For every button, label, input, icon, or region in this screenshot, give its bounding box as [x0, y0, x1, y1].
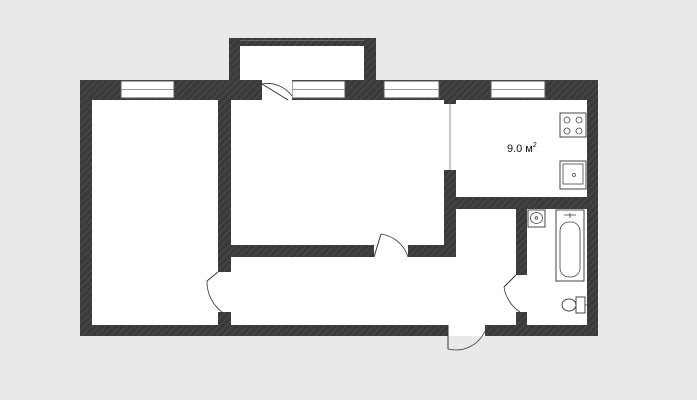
- kitchen-sink-icon: [559, 160, 587, 190]
- kitchen-area-unit: м: [525, 143, 533, 155]
- balcony-door: [261, 80, 293, 101]
- washbasin-icon: [527, 209, 546, 228]
- room-left-bedroom: [92, 100, 218, 325]
- toilet-icon: [561, 296, 587, 314]
- stove-icon: [559, 112, 587, 138]
- balcony: [229, 38, 376, 82]
- windows: [120, 80, 546, 99]
- door-bathroom: [503, 274, 527, 313]
- room-hallway-upper: [456, 209, 516, 257]
- room-living: [231, 100, 444, 245]
- doors: [206, 104, 527, 351]
- inner-walls: [218, 100, 587, 325]
- window-living-1: [291, 80, 346, 99]
- bathtub-icon: [555, 209, 585, 282]
- door-living: [373, 233, 409, 258]
- window-left-bedroom: [120, 80, 175, 99]
- rooms: [92, 100, 587, 325]
- kitchen-area-exponent: 2: [533, 142, 537, 149]
- entrance-door: [447, 325, 486, 351]
- window-kitchen: [490, 80, 546, 99]
- door-left-bedroom: [206, 271, 231, 313]
- kitchen-area-value: 9.0: [507, 143, 522, 155]
- room-hallway: [231, 257, 516, 325]
- window-living-2: [383, 80, 440, 99]
- door-kitchen-opening: [444, 104, 456, 170]
